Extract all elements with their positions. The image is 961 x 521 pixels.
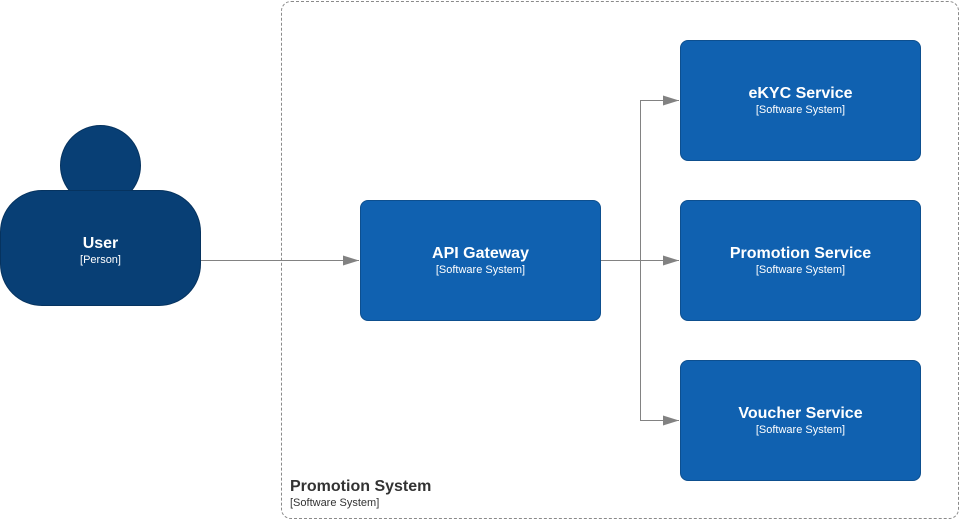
- api-gateway-box[interactable]: API Gateway [Software System]: [360, 200, 601, 321]
- ekyc-service-box[interactable]: eKYC Service [Software System]: [680, 40, 921, 161]
- voucher-service-box[interactable]: Voucher Service [Software System]: [680, 360, 921, 481]
- promotion-service-box[interactable]: Promotion Service [Software System]: [680, 200, 921, 321]
- gateway-to-voucher-connector: [601, 260, 679, 426]
- user-person[interactable]: User [Person]: [0, 190, 201, 306]
- ekyc-service-name: eKYC Service: [748, 85, 853, 102]
- boundary-title: Promotion System: [290, 478, 432, 495]
- gateway-to-ekyc-connector: [601, 95, 679, 261]
- api-gateway-name: API Gateway: [432, 245, 529, 262]
- user-name: User: [82, 234, 119, 252]
- ekyc-service-type: [Software System]: [755, 104, 846, 116]
- voucher-service-name: Voucher Service: [738, 405, 863, 422]
- promotion-service-name: Promotion Service: [729, 245, 872, 262]
- boundary-type-label: [Software System]: [290, 497, 380, 509]
- api-gateway-type: [Software System]: [435, 264, 526, 276]
- promotion-service-type: [Software System]: [755, 264, 846, 276]
- voucher-service-type: [Software System]: [755, 424, 846, 436]
- user-type: [Person]: [80, 253, 121, 266]
